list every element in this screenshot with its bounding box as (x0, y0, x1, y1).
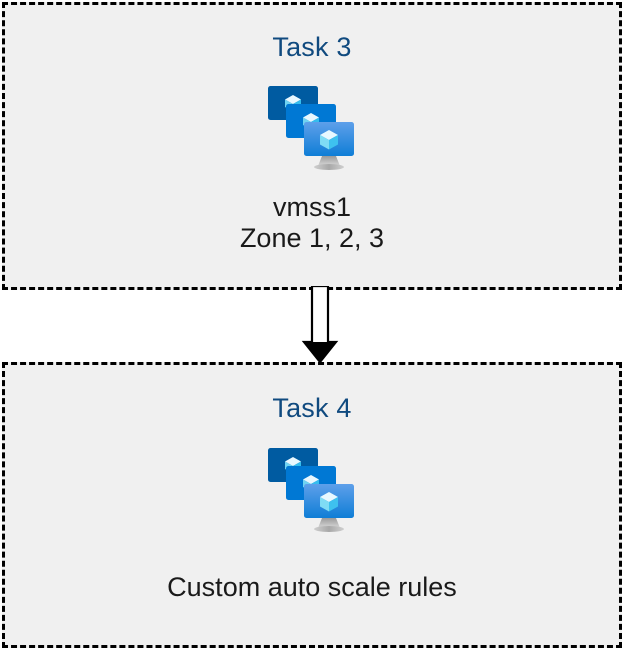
caption-line: vmss1 (272, 192, 351, 222)
azure-vm-scale-set-icon (268, 448, 354, 532)
task-box-task-4: Task 4 (2, 362, 622, 648)
task-box-title: Task 3 (272, 32, 352, 62)
task-box-task-3: Task 3 (2, 2, 622, 290)
caption-line: Zone 1, 2, 3 (239, 223, 385, 254)
down-arrow-connector (301, 286, 339, 364)
task-box-caption: vmss1 Zone 1, 2, 3 (240, 192, 384, 255)
task-box-title: Task 4 (272, 393, 352, 423)
task-box-caption: Custom auto scale rules (167, 572, 457, 603)
azure-vm-scale-set-icon (268, 86, 354, 170)
caption-line: Custom auto scale rules (167, 572, 457, 602)
